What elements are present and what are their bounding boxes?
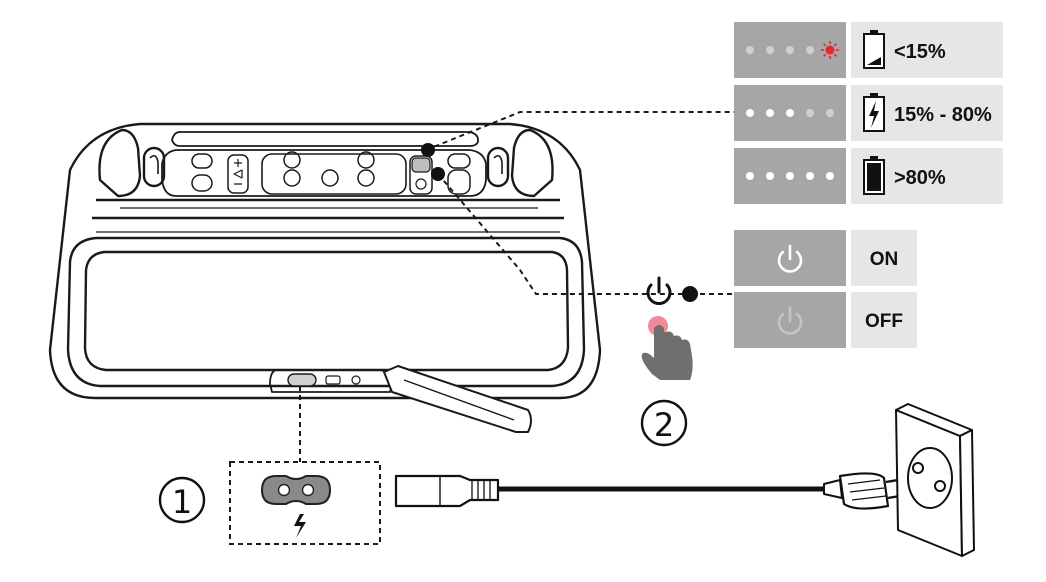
led	[826, 172, 834, 180]
power-icon	[777, 306, 803, 335]
battery-level-label: >80%	[894, 167, 946, 189]
battery-row-low: <15%	[734, 22, 1003, 78]
led	[826, 109, 834, 117]
step-1-marker: 1	[158, 476, 206, 524]
battery-icon	[863, 30, 885, 69]
power-button-marker	[431, 167, 445, 181]
led	[766, 46, 774, 54]
callout-lines	[299, 111, 734, 462]
power-row-on: ON	[734, 230, 917, 286]
led	[766, 172, 774, 180]
power-label-cell	[851, 230, 917, 286]
power-status-table: ON OFF	[734, 230, 917, 348]
power-callout-marker	[682, 286, 698, 302]
led	[806, 109, 814, 117]
power-state-label: OFF	[865, 311, 903, 332]
power-plug-icon	[838, 472, 890, 510]
led	[806, 172, 814, 180]
socket-detail-box	[229, 461, 381, 545]
power-row-off: OFF	[734, 292, 917, 348]
led-indicator-marker	[421, 143, 435, 157]
battery-row-full: >80%	[734, 148, 1003, 204]
led	[746, 109, 754, 117]
lightning-icon	[869, 101, 879, 128]
ac-socket-icon	[260, 475, 332, 505]
step-2-marker: 2	[640, 399, 688, 447]
led	[766, 109, 774, 117]
hand-press-icon	[641, 316, 693, 380]
power-label-cell	[851, 292, 917, 348]
led	[786, 109, 794, 117]
battery-row-charge: 15% - 80%	[734, 85, 1003, 141]
step-1-number: 1	[172, 483, 192, 521]
power-cable	[394, 472, 913, 510]
led-red-blinking	[821, 41, 839, 59]
led	[806, 46, 814, 54]
led	[746, 172, 754, 180]
power-icon	[646, 276, 672, 305]
led	[786, 46, 794, 54]
step-2-number: 2	[654, 406, 674, 444]
battery-level-label: <15%	[894, 41, 946, 63]
battery-status-table: <15% 15% - 80% >80%	[734, 22, 1003, 204]
lightning-icon	[294, 514, 306, 538]
power-icon	[777, 244, 803, 273]
battery-level-label: 15% - 80%	[894, 104, 992, 126]
battery-icon	[863, 156, 885, 195]
speaker	[48, 122, 602, 433]
power-state-label: ON	[870, 249, 899, 270]
battery-icon	[863, 93, 885, 132]
led	[786, 172, 794, 180]
led	[746, 46, 754, 54]
wall-outlet-icon	[895, 403, 975, 557]
